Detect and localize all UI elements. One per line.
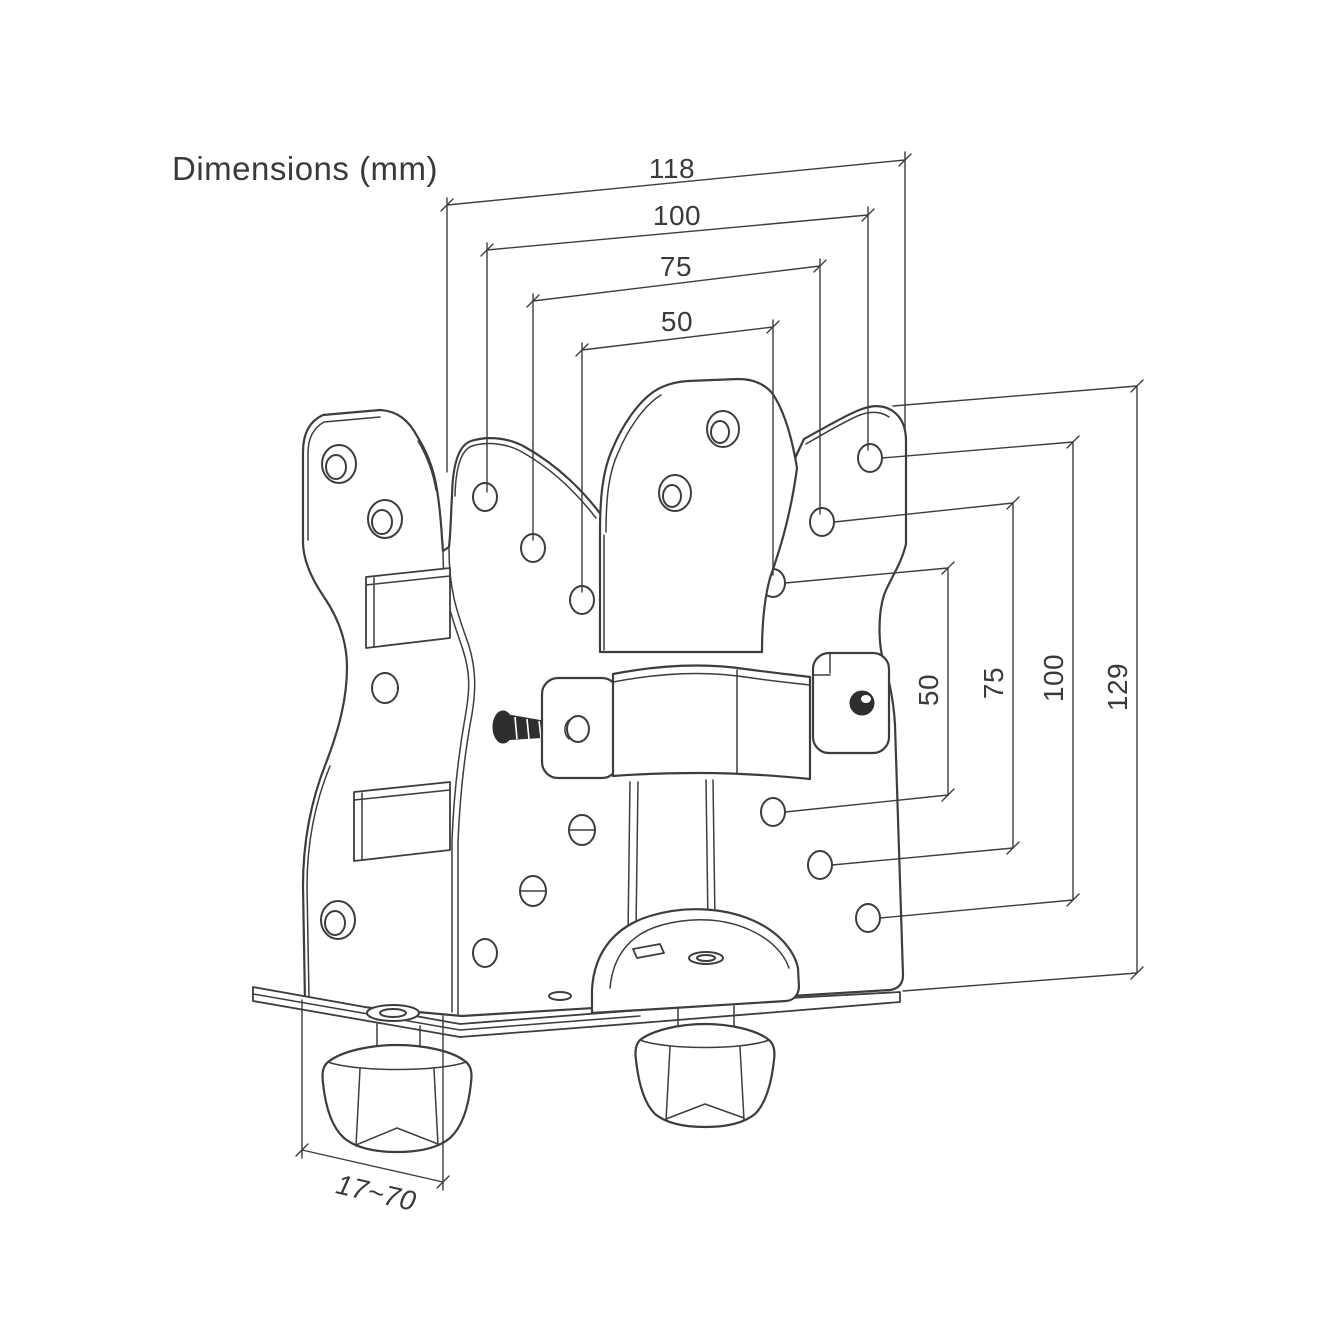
dimensions: 118 100 75 50 50 75 (295, 151, 1144, 1217)
base-edge-detail (252, 993, 641, 1031)
strap-right-tab (811, 651, 891, 755)
clamp-screw (492, 710, 550, 744)
dim-vertical-50: 50 (784, 561, 955, 813)
strap-band (611, 664, 812, 781)
screw-head (519, 875, 547, 907)
dim-label: 50 (913, 674, 944, 706)
flange-holes (320, 444, 403, 940)
dim-label: 100 (1038, 654, 1069, 702)
plate-edge-detail (454, 442, 597, 519)
dim-label: 129 (1102, 663, 1133, 711)
dim-horizontal-75: 75 (526, 251, 827, 541)
flange-slot-upper (365, 567, 451, 649)
vesa-holes (472, 443, 883, 968)
dim-horizontal-50: 50 (575, 306, 780, 593)
clamp-strap-assembly (492, 651, 891, 781)
dim-label: 100 (653, 200, 701, 231)
dim-vertical-100: 100 (879, 435, 1080, 919)
screw-head (568, 814, 596, 846)
adapter-edge-detail (605, 394, 662, 533)
dim-label: 75 (660, 251, 692, 282)
adapter-hump (598, 377, 799, 654)
dim-horizontal-118: 118 (440, 151, 912, 473)
dim-vertical-75: 75 (831, 496, 1020, 866)
arch-slot (632, 943, 665, 959)
dim-label: 50 (661, 306, 693, 337)
dim-horizontal-100: 100 (480, 200, 875, 493)
adapter-plate (598, 377, 799, 654)
flange-slot-lower (353, 781, 451, 862)
plate-fold-line (448, 548, 476, 1015)
bracket-drawing (252, 377, 908, 1154)
thumb-knob-left (321, 1023, 473, 1154)
dim-label: 75 (978, 667, 1009, 699)
dim-label: 17~70 (333, 1169, 419, 1217)
dim-vertical-129: 129 (892, 379, 1144, 992)
drawing-title: Dimensions (mm) (172, 150, 438, 187)
mounting-arch (590, 908, 801, 1015)
adapter-holes (658, 410, 740, 512)
thumb-knob-right (634, 1005, 776, 1129)
base-slot (548, 991, 572, 1001)
clamp-base-arm (252, 986, 901, 1038)
plate-edge-detail (306, 765, 331, 998)
base-recess-hole (366, 1004, 420, 1022)
plate-edge-detail (417, 440, 437, 491)
plate-edge-detail (307, 416, 381, 541)
plate-crease (627, 779, 716, 936)
strap-left-tab (540, 676, 620, 780)
dim-label: 118 (649, 153, 695, 184)
base-plate (252, 986, 901, 1038)
plate-edge-detail (805, 411, 890, 445)
arch-recess-hole (688, 951, 724, 965)
